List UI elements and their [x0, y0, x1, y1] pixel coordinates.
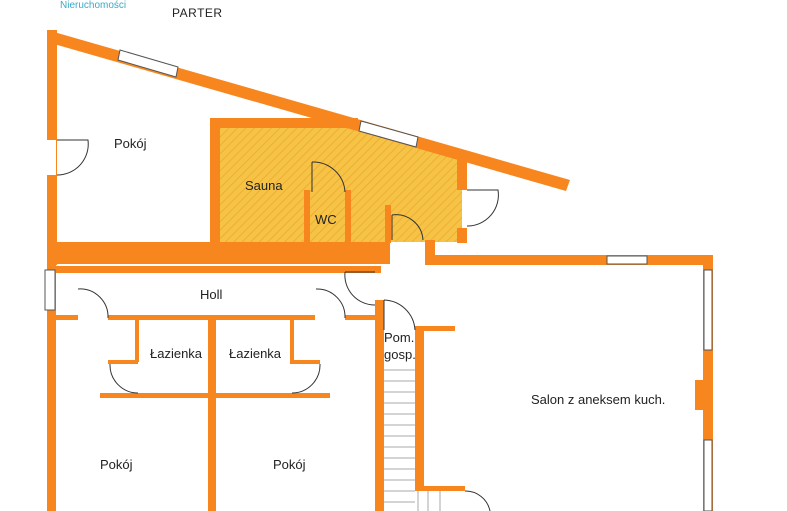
room-label-lazienka-2: Łazienka — [229, 346, 282, 361]
room-label-salon: Salon z aneksem kuch. — [531, 392, 666, 407]
room-label-pokoj-left: Pokój — [100, 457, 133, 472]
room-label-pokoj-top: Pokój — [114, 136, 147, 151]
middle-wall — [47, 242, 390, 264]
sauna-area — [215, 123, 462, 242]
room-label-sauna: Sauna — [245, 178, 283, 193]
room-label-lazienka-1: Łazienka — [150, 346, 203, 361]
walls — [47, 30, 713, 511]
stairs — [384, 369, 441, 511]
room-label-pom: Pom. — [384, 330, 415, 345]
doors — [56, 139, 499, 511]
logo-text: Nieruchomości — [60, 0, 127, 11]
room-label-holl: Holl — [200, 287, 223, 302]
room-label-gosp: gosp. — [384, 347, 416, 362]
floor-title: PARTER — [172, 6, 223, 20]
room-label-wc: WC — [315, 212, 337, 227]
room-label-pokoj-right: Pokój — [273, 457, 306, 472]
windows — [44, 49, 713, 511]
